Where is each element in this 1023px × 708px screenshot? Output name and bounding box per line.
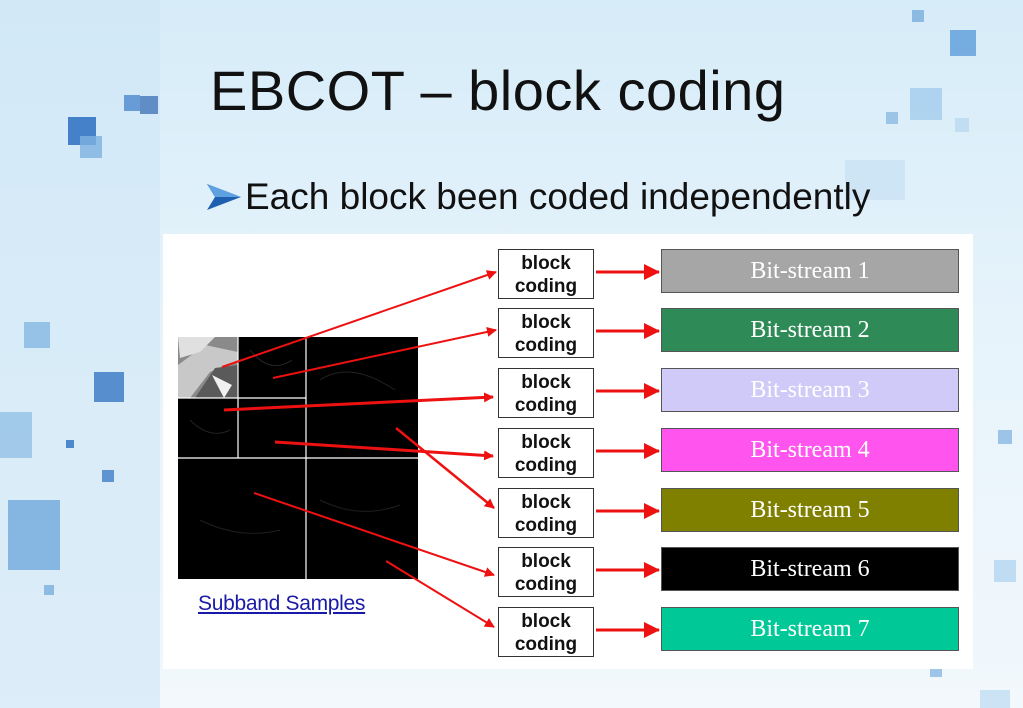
bitstream-label-3: Bit-stream 3 <box>750 376 870 403</box>
block-label: block <box>521 611 571 632</box>
bitstream-box-1: Bit-stream 1 <box>661 249 959 293</box>
bitstream-label-6: Bit-stream 6 <box>750 555 870 582</box>
coding-label: coding <box>514 574 578 595</box>
bitstream-box-2: Bit-stream 2 <box>661 308 959 352</box>
block-label: block <box>521 372 571 393</box>
block-label: block <box>521 551 571 572</box>
block-coding-box-6: block coding <box>498 547 594 597</box>
arrow-subband-7 <box>385 560 495 628</box>
coding-label: coding <box>514 335 578 356</box>
slide-title: EBCOT – block coding <box>210 59 786 122</box>
bitstream-box-5: Bit-stream 5 <box>661 488 959 532</box>
arrow-subband-6 <box>253 492 495 577</box>
block-coding-box-1: block coding <box>498 249 594 299</box>
bitstream-box-7: Bit-stream 7 <box>661 607 959 651</box>
coding-label: coding <box>514 395 578 416</box>
block-coding-box-5: block coding <box>498 488 594 538</box>
bitstream-label-2: Bit-stream 2 <box>750 316 870 343</box>
block-coding-box-7: block coding <box>498 607 594 657</box>
block-label: block <box>521 312 571 333</box>
arrow-subband-1 <box>221 270 497 368</box>
block-coding-box-4: block coding <box>498 428 594 478</box>
arrow-subband-4 <box>274 440 494 461</box>
coding-label: coding <box>514 515 578 536</box>
arrow-subband-3 <box>223 392 494 412</box>
bitstream-label-4: Bit-stream 4 <box>750 436 870 463</box>
bitstream-label-1: Bit-stream 1 <box>750 257 870 284</box>
arrow-subband-5 <box>395 427 495 509</box>
coding-label: coding <box>514 634 578 655</box>
bullet-item: Each block been coded independently <box>205 172 870 222</box>
block-label: block <box>521 253 571 274</box>
bitstream-box-6: Bit-stream 6 <box>661 547 959 591</box>
coding-label: coding <box>514 455 578 476</box>
coding-label: coding <box>514 276 578 297</box>
bitstream-label-7: Bit-stream 7 <box>750 615 870 642</box>
bullet-text: Each block been coded independently <box>245 176 871 217</box>
bitstream-label-5: Bit-stream 5 <box>750 496 870 523</box>
bitstream-box-3: Bit-stream 3 <box>661 368 959 412</box>
block-label: block <box>521 492 571 513</box>
block-coding-box-2: block coding <box>498 308 594 358</box>
arrow-subband-2 <box>272 327 497 379</box>
bitstream-box-4: Bit-stream 4 <box>661 428 959 472</box>
subband-samples-link[interactable]: Subband Samples <box>198 592 366 615</box>
block-coding-box-3: block coding <box>498 368 594 418</box>
arrow-bullet-icon <box>207 184 241 210</box>
block-label: block <box>521 432 571 453</box>
